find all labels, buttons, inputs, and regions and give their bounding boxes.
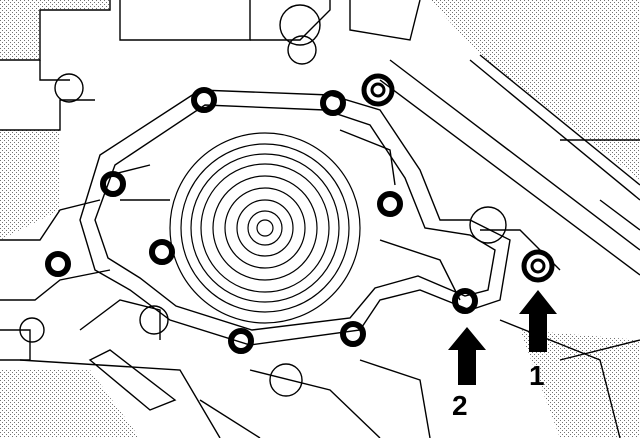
bolt-markers [45,87,478,354]
bolt-marker [149,239,175,265]
arrow-callout-1 [519,290,557,352]
bolt-marker [340,321,366,347]
bolt-marker [100,171,126,197]
bolt-marker [228,328,254,354]
bolt-marker [377,191,403,217]
stud-nut-callout-1 [521,249,555,283]
bolt-marker [320,90,346,116]
stud-nut-markers [361,73,555,283]
stud-nut-top [361,73,395,107]
callout-label-2: 2 [452,390,468,421]
water-pump-pulley [169,132,361,324]
bolt-marker [45,251,71,277]
bolt-marker-callout-2 [452,288,478,314]
bolt-marker [191,87,217,113]
arrow-callout-2 [448,327,486,385]
callout-arrows [448,290,557,385]
callout-label-1: 1 [529,360,545,391]
